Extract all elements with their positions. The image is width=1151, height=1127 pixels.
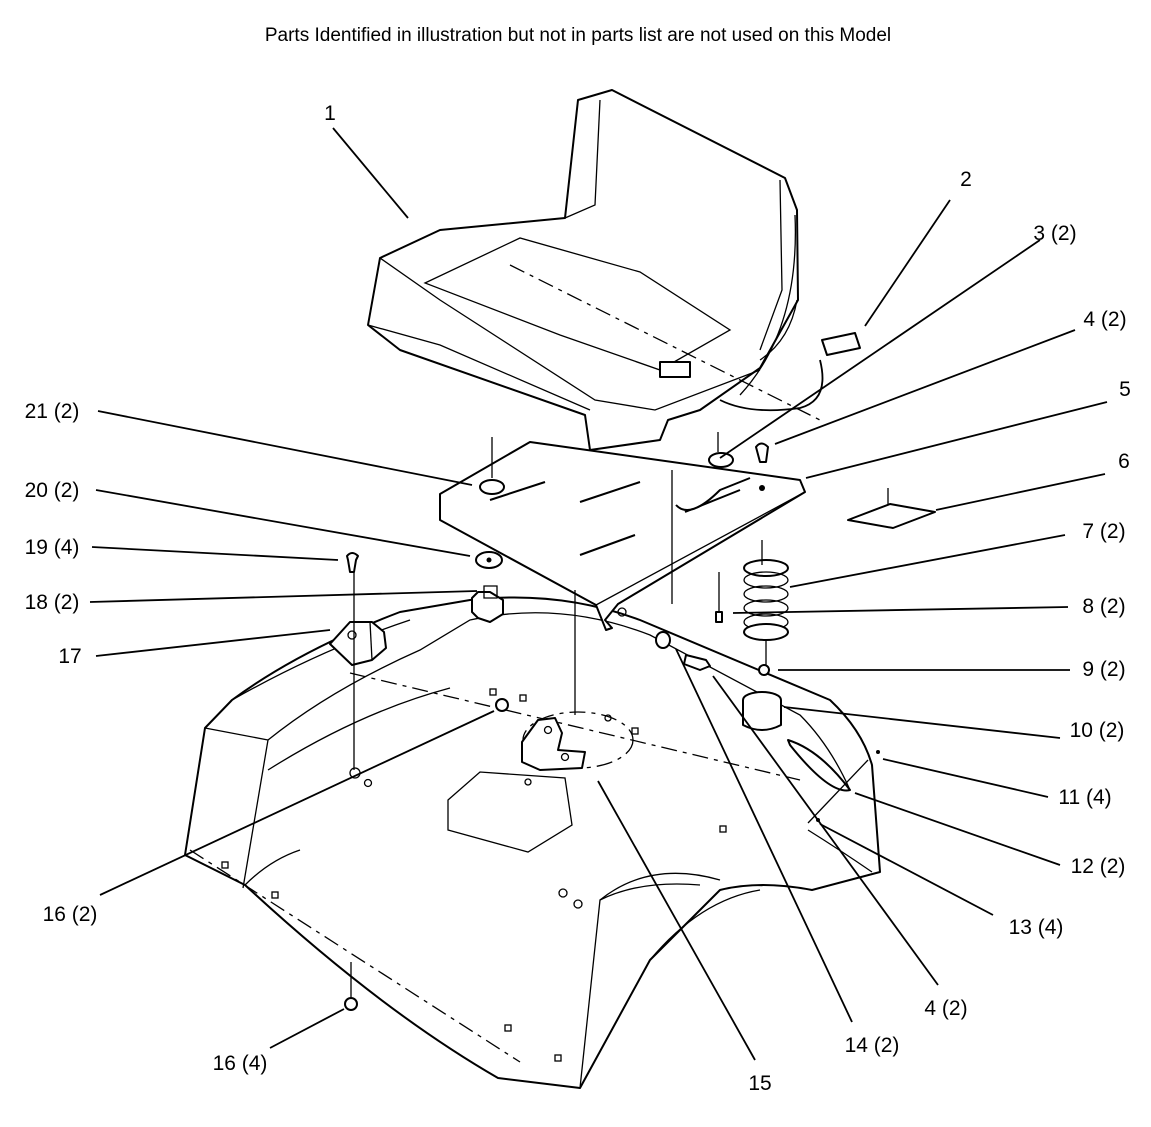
nut-9	[758, 664, 770, 676]
callout-6: 6	[1118, 450, 1130, 473]
nut-18	[471, 585, 504, 623]
washer-14	[655, 631, 671, 649]
callout-4a: 4 (2)	[1083, 308, 1126, 331]
callout-7: 7 (2)	[1082, 520, 1125, 543]
callout-17: 17	[58, 645, 81, 668]
callout-4b: 4 (2)	[924, 997, 967, 1020]
spring-7	[743, 559, 789, 641]
callout-19: 19 (4)	[25, 536, 80, 559]
callout-10: 10 (2)	[1070, 719, 1125, 742]
bolt-8	[715, 611, 723, 623]
plate-12	[787, 739, 851, 792]
header-note: Parts Identified in illustration but not…	[265, 25, 891, 46]
seat	[367, 89, 861, 451]
callout-2: 2	[960, 168, 972, 191]
bolt-4	[755, 442, 769, 463]
callout-9: 9 (2)	[1082, 658, 1125, 681]
nut-16b	[344, 997, 358, 1011]
callout-5: 5	[1119, 378, 1131, 401]
callout-1: 1	[324, 102, 336, 125]
callout-14: 14 (2)	[845, 1034, 900, 1057]
nut-16a	[495, 698, 509, 712]
callout-3: 3 (2)	[1033, 222, 1076, 245]
callout-16b: 16 (4)	[213, 1052, 268, 1075]
decal	[847, 503, 936, 529]
bolt-19	[346, 552, 359, 573]
washer-21	[479, 479, 505, 495]
seat-mounting-plate	[439, 441, 806, 631]
callout-20: 20 (2)	[25, 479, 80, 502]
callout-18: 18 (2)	[25, 591, 80, 614]
callout-11: 11 (4)	[1058, 786, 1111, 809]
callout-8: 8 (2)	[1082, 595, 1125, 618]
callout-16a: 16 (2)	[43, 903, 98, 926]
bumper-10	[742, 691, 782, 731]
callout-15: 15	[748, 1072, 771, 1095]
washer-3	[708, 452, 734, 468]
bolt-4b	[683, 654, 711, 671]
callout-12: 12 (2)	[1071, 855, 1126, 878]
callout-21: 21 (2)	[25, 400, 80, 423]
callout-13: 13 (4)	[1009, 916, 1064, 939]
fender-deck	[184, 596, 881, 1089]
bracket-15	[521, 717, 586, 771]
